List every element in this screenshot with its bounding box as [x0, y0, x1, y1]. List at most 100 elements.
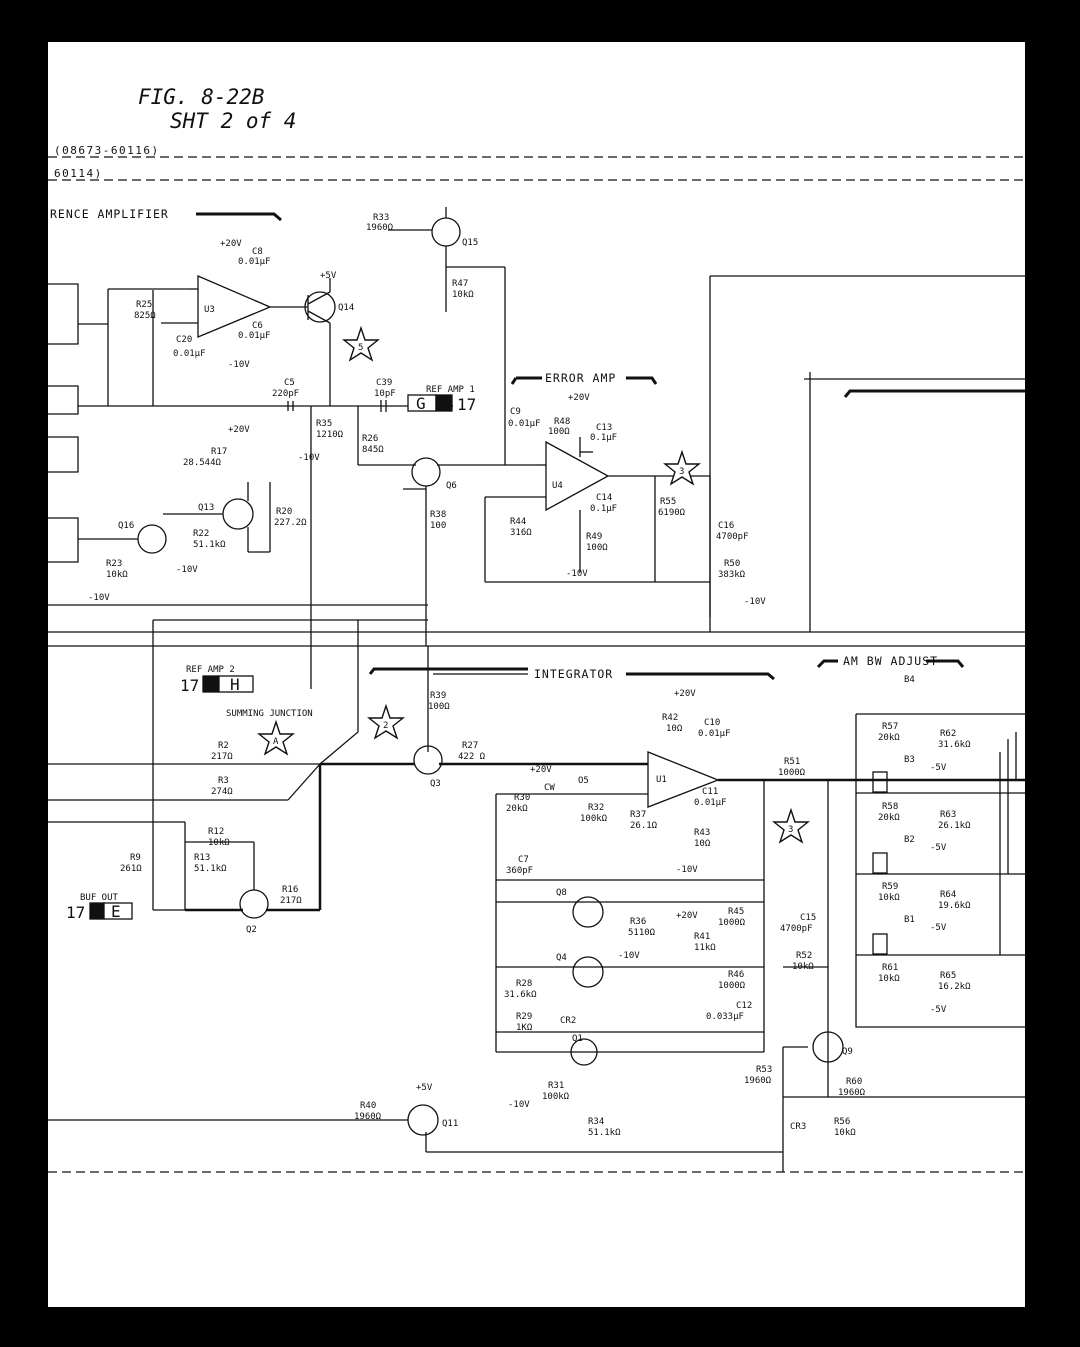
r31-supply: -10V [508, 1100, 530, 1110]
r65-value: 16.2kΩ [938, 982, 971, 992]
r29-label: R29 [516, 1012, 532, 1022]
c11-label: C11 [702, 787, 718, 797]
connector-ref-amp-1-pin: G [416, 394, 426, 413]
test-point-5: 3 [679, 467, 684, 477]
r37-label: R37 [630, 810, 646, 820]
r45-value: 1000Ω [718, 918, 746, 928]
q6-label: Q6 [446, 481, 457, 491]
r53-value: 1960Ω [744, 1076, 772, 1086]
q8-label: Q8 [556, 888, 567, 898]
r51-value: 1000Ω [778, 768, 806, 778]
r59-value: 10kΩ [878, 893, 900, 903]
r17-value: 28.544Ω [183, 458, 222, 468]
r48-label: R48 [554, 417, 570, 427]
r3-label: R3 [218, 776, 229, 786]
r46-label: R46 [728, 970, 744, 980]
r44-label: R44 [510, 517, 526, 527]
test-point-2: 2 [383, 721, 388, 731]
connector-ref-amp-2-pin: H [230, 675, 240, 694]
u4-label: U4 [552, 481, 563, 491]
q13-label: Q13 [198, 503, 214, 513]
r43-label: R43 [694, 828, 710, 838]
r32-value: 100kΩ [580, 814, 608, 824]
r31-value: 100kΩ [542, 1092, 570, 1102]
schematic-sheet: FIG. 8-22B SHT 2 of 4 (08673-60116) 6011… [48, 42, 1025, 1307]
c7-value: 360pF [506, 866, 533, 876]
c39-value: 10pF [374, 389, 396, 399]
c7-label: C7 [518, 855, 529, 865]
r33-value: 1960Ω [366, 223, 394, 233]
u4-neg-supply: -10V [566, 569, 588, 579]
r34-label: R34 [588, 1117, 604, 1127]
r50-label: R50 [724, 559, 740, 569]
r12-value: 10kΩ [208, 838, 230, 848]
connector-buf-out-pin: E [111, 902, 121, 921]
r45-label: R45 [728, 907, 744, 917]
r32-label: R32 [588, 803, 604, 813]
r31-label: R31 [548, 1081, 564, 1091]
c20-value: 0.01µF [173, 349, 206, 359]
q4-label: Q4 [556, 953, 567, 963]
connector-ref-amp-2-label: REF AMP 2 [186, 665, 235, 675]
r38-label: R38 [430, 510, 446, 520]
test-point-4: 5 [358, 343, 363, 353]
r42-value: 10Ω [666, 724, 683, 734]
r30-supply: +20V [530, 765, 552, 775]
cr2-label: CR2 [560, 1016, 576, 1026]
q3-label: Q3 [430, 779, 441, 789]
u3-label: U3 [204, 305, 215, 315]
summing-junction-label: SUMMING JUNCTION [226, 709, 313, 719]
c13-value: 0.1µF [590, 433, 617, 443]
connector-ref-amp-1-label: REF AMP 1 [426, 385, 475, 395]
section-am-bw-adjust: AM BW ADJUST [843, 654, 938, 668]
r22-value: 51.1kΩ [193, 540, 226, 550]
r35-supply: -10V [298, 453, 320, 463]
q14-supply: +5V [320, 271, 337, 281]
r60-label: R60 [846, 1077, 862, 1087]
r26-value: 845Ω [362, 445, 384, 455]
b3-label: B3 [904, 755, 915, 765]
r36-supply: -10V [618, 951, 640, 961]
r58-label: R58 [882, 802, 898, 812]
c8-value: 0.01µF [238, 257, 271, 267]
r41-label: R41 [694, 932, 710, 942]
r47-value: 10kΩ [452, 290, 474, 300]
r29-value: 1KΩ [516, 1023, 533, 1033]
r52-label: R52 [796, 951, 812, 961]
header-part-a: (08673-60116) [54, 144, 160, 157]
u1-neg-supply: -10V [676, 865, 698, 875]
q16-label: Q16 [118, 521, 134, 531]
r65-label: R65 [940, 971, 956, 981]
section-reference-amplifier: RENCE AMPLIFIER [50, 207, 169, 221]
q15-label: Q15 [462, 238, 478, 248]
r37-value: 26.1Ω [630, 821, 658, 831]
c6-value: 0.01µF [238, 331, 271, 341]
r34-value: 51.1kΩ [588, 1128, 621, 1138]
r13-label: R13 [194, 853, 210, 863]
q11-supply: +5V [416, 1083, 433, 1093]
r56-value: 10kΩ [834, 1128, 856, 1138]
q2-label: Q2 [246, 925, 257, 935]
o5-label: O5 [578, 776, 589, 786]
r49-value: 100Ω [586, 543, 608, 553]
r28-value: 31.6kΩ [504, 990, 537, 1000]
r53-label: R53 [756, 1065, 772, 1075]
test-point-3: 3 [788, 825, 793, 835]
u3-supply: +20V [220, 239, 242, 249]
b4-label: B4 [904, 675, 915, 685]
r59-label: R59 [882, 882, 898, 892]
r30-cw: CW [544, 783, 555, 793]
r62-label: R62 [940, 729, 956, 739]
r12-label: R12 [208, 827, 224, 837]
c5-label: C5 [284, 378, 295, 388]
cr3-label: CR3 [790, 1122, 806, 1132]
r39-value: 100Ω [428, 702, 450, 712]
am-bw-neg-supply-d: -5V [930, 1005, 947, 1015]
r9-label: R9 [130, 853, 141, 863]
b1-label: B1 [904, 915, 915, 925]
c12-value: 0.033µF [706, 1012, 744, 1022]
r23-supply: -10V [88, 593, 110, 603]
r57-label: R57 [882, 722, 898, 732]
u1-supply: +20V [674, 689, 696, 699]
r26-label: R26 [362, 434, 378, 444]
